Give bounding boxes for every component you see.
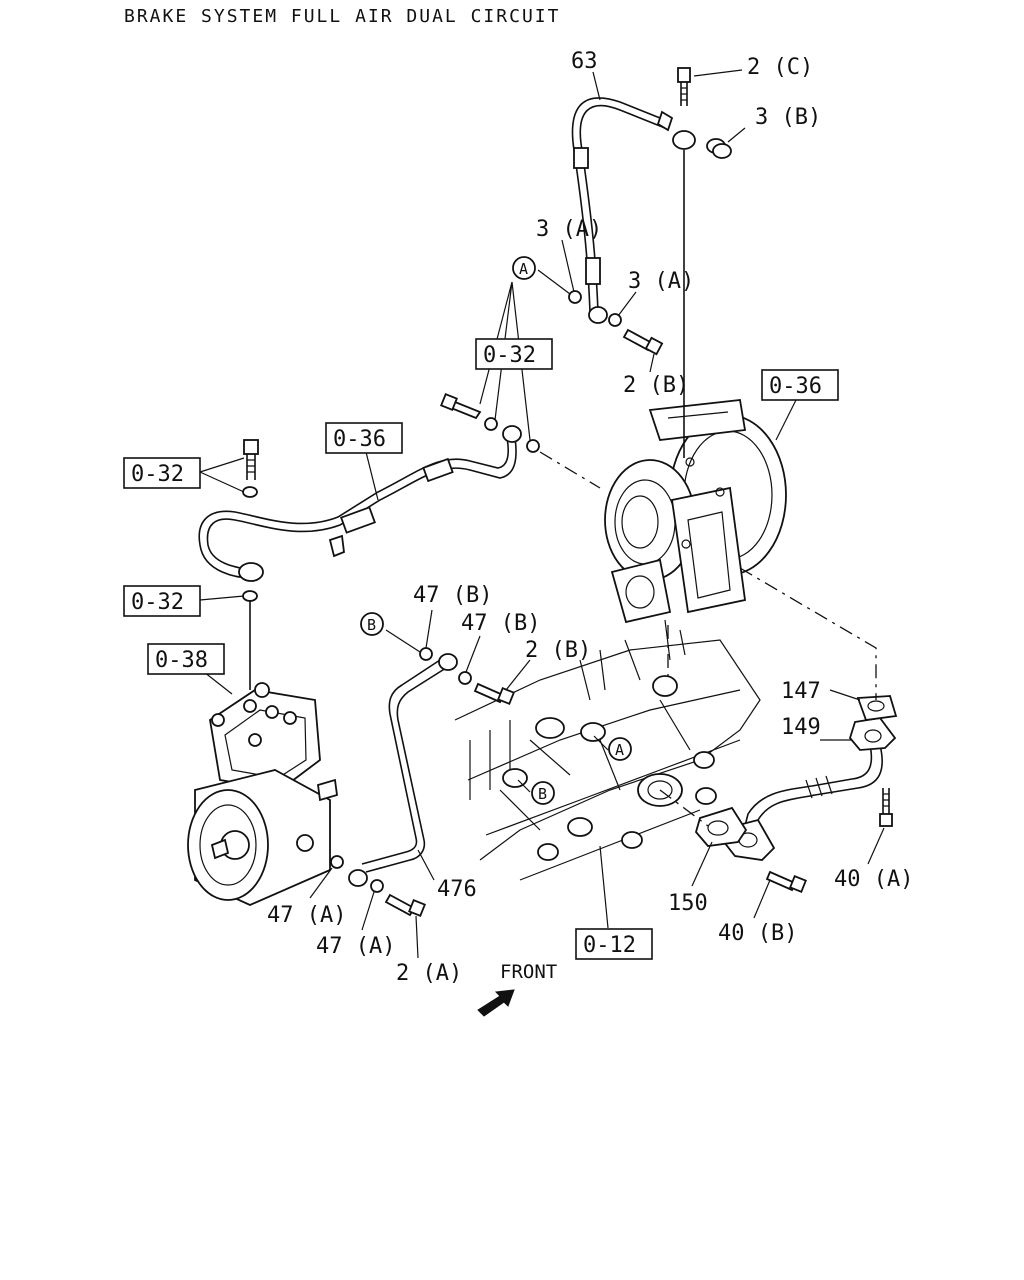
ref-box-0-12: 0-12 — [583, 933, 636, 958]
ref-box-0-32-lower-left: 0-32 — [131, 590, 184, 615]
guide-line-tube-to-turbo — [539, 451, 601, 489]
label-47b-lower: 47 (B) — [461, 611, 540, 636]
turbocharger — [604, 399, 787, 624]
label-150: 150 — [668, 891, 708, 916]
ref-box-0-32-upper-left: 0-32 — [131, 462, 184, 487]
label-2c: 2 (C) — [747, 55, 813, 80]
oil-feed-pipe-left — [198, 393, 540, 690]
pipe-476 — [330, 647, 515, 917]
guide-line-turbo-to-147 — [739, 567, 877, 700]
label-3a-lower: 3 (A) — [628, 269, 694, 294]
circle-marker-b-engine: B — [538, 785, 547, 803]
label-149: 149 — [781, 715, 821, 740]
leader-lines — [199, 69, 885, 959]
circle-marker-a-engine: A — [615, 741, 624, 759]
label-2a: 2 (A) — [396, 961, 462, 986]
ref-box-0-32-top: 0-32 — [483, 343, 536, 368]
label-47a-left: 47 (A) — [267, 903, 346, 928]
diagram-title: BRAKE SYSTEM FULL AIR DUAL CIRCUIT — [124, 6, 560, 27]
label-40a: 40 (A) — [834, 867, 913, 892]
label-47b-upper: 47 (B) — [413, 583, 492, 608]
guide-line-150 — [659, 789, 709, 827]
ref-box-0-36-right: 0-36 — [769, 374, 822, 399]
front-arrow-icon — [477, 989, 515, 1017]
circle-marker-b-left: B — [367, 616, 376, 634]
ref-box-0-38: 0-38 — [155, 648, 208, 673]
air-compressor — [187, 682, 338, 906]
label-476: 476 — [437, 877, 477, 902]
label-40b: 40 (B) — [718, 921, 797, 946]
circle-marker-a-top: A — [519, 260, 528, 278]
label-2b-upper: 2 (B) — [623, 373, 689, 398]
pipe-63 — [568, 67, 732, 458]
ref-box-0-36-left: 0-36 — [333, 427, 386, 452]
label-63: 63 — [571, 49, 598, 74]
pipe-149 — [695, 695, 898, 893]
label-147: 147 — [781, 679, 821, 704]
label-3a-upper: 3 (A) — [536, 217, 602, 242]
label-3b: 3 (B) — [755, 105, 821, 130]
label-2b-lower: 2 (B) — [525, 638, 591, 663]
front-label: FRONT — [500, 961, 557, 983]
label-47a-right: 47 (A) — [316, 934, 395, 959]
